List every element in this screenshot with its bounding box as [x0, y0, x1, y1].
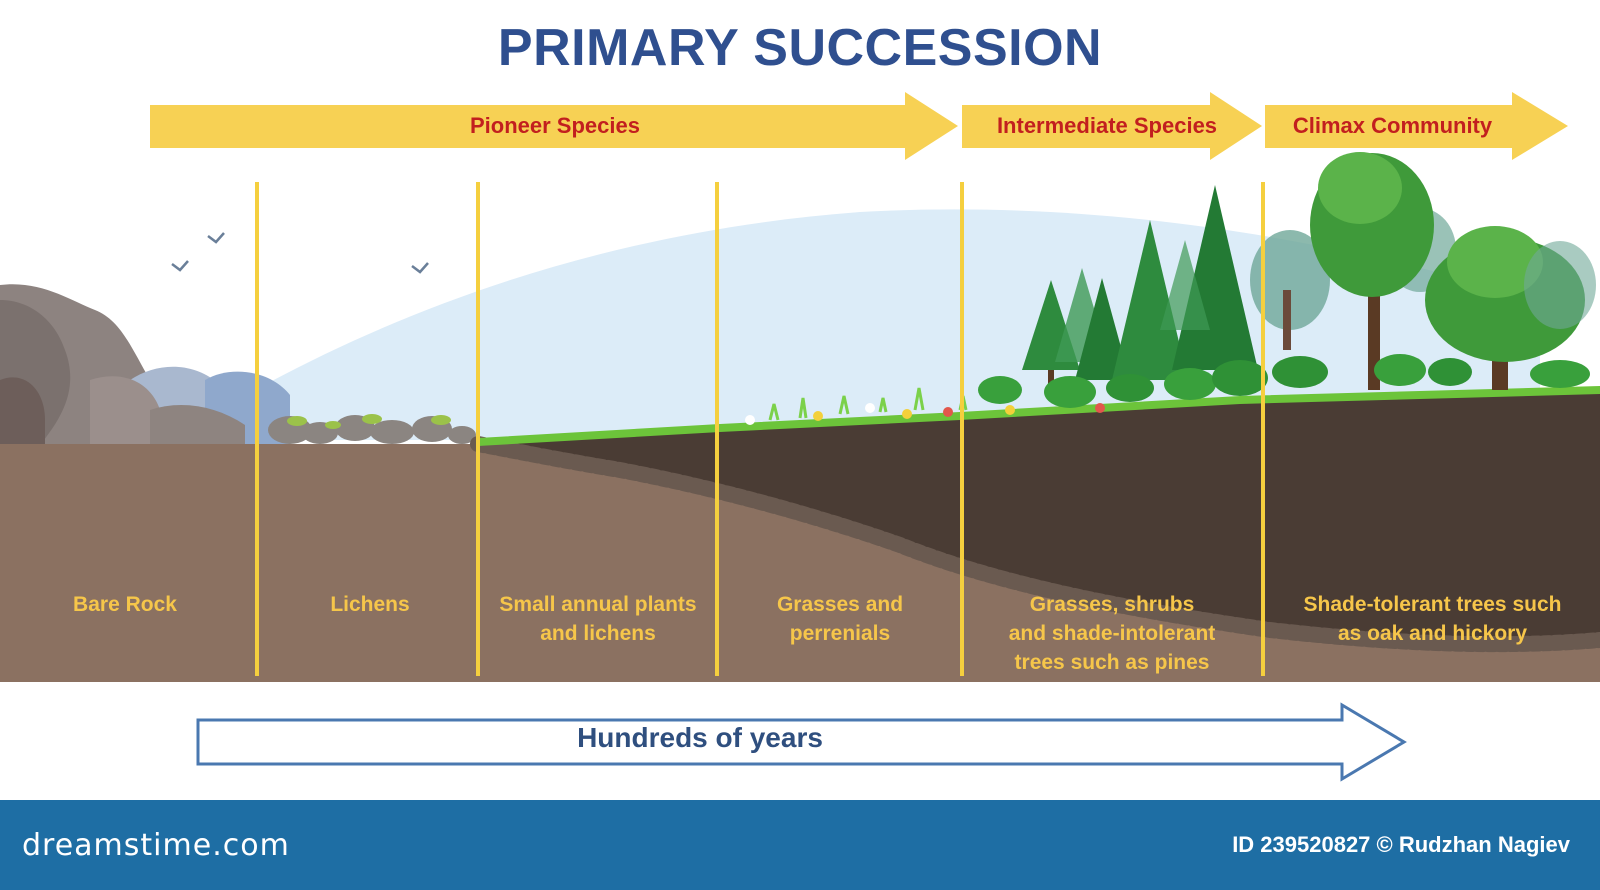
- arrow-pioneer-species: [150, 92, 958, 160]
- stage-dividers: [255, 182, 1265, 676]
- phase-label-pioneer: Pioneer Species: [470, 113, 640, 138]
- birds-icon: [171, 232, 429, 274]
- phase-label-intermediate: Intermediate Species: [996, 113, 1218, 138]
- stage-label-small-annual-plants: Small annual plants and lichens: [499, 593, 697, 645]
- footer-bar: dreamstime.com ID 239520827 © Rudzhan Na…: [0, 800, 1600, 890]
- deciduous-trees-icon: [1250, 152, 1596, 390]
- phase-label-climax: Climax Community: [1292, 113, 1493, 138]
- stage-label-grasses-shrubs-pines: Grasses, shrubs and shade-intolerant tre…: [1008, 593, 1216, 674]
- lichen-rocks-icon: [268, 414, 476, 444]
- pebble-band: [470, 436, 1600, 653]
- grass-flowers-icon: [745, 387, 1105, 425]
- footer-credit: ID 239520827 © Rudzhan Nagiev: [1232, 832, 1570, 857]
- stage-label-lichens: Lichens: [330, 593, 410, 616]
- succession-illustration: [0, 92, 1600, 782]
- arrow-climax-community: [1265, 92, 1568, 160]
- soil-dark: [478, 392, 1600, 645]
- page-title: PRIMARY SUCCESSION: [497, 19, 1103, 77]
- pine-trees-icon: [978, 185, 1268, 408]
- stage-label-grasses-perennials: Grasses and perrenials: [776, 593, 904, 645]
- stage-label-bare-rock: Bare Rock: [73, 593, 177, 616]
- grass-line: [478, 386, 1600, 446]
- footer-logo: dreamstime.com: [22, 828, 290, 863]
- timeline-label: Hundreds of years: [577, 722, 823, 753]
- arrow-intermediate-species: [962, 92, 1262, 160]
- timeline-arrow: [196, 702, 1407, 782]
- bare-rock-icon: [0, 284, 290, 445]
- stage-label-shade-tolerant-trees: Shade-tolerant trees such as oak and hic…: [1303, 593, 1562, 645]
